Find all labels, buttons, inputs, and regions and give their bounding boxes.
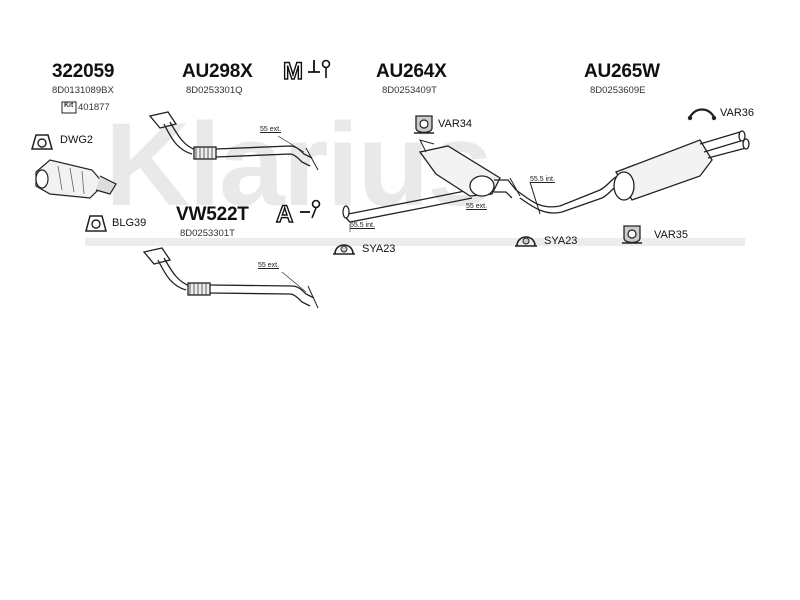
svg-text:M: M	[283, 58, 303, 85]
measurement-4: 55 ext.	[466, 203, 488, 210]
var36-hanger-icon	[687, 108, 717, 121]
sya23-clamp-right-icon	[515, 236, 537, 247]
fitting-sya23-right: SYA23	[544, 235, 578, 247]
measurement-3: 55.5 int.	[350, 222, 375, 229]
blg-gasket-icon	[85, 215, 107, 232]
part-code-au265w: AU265W	[584, 61, 660, 82]
svg-text:A: A	[276, 201, 293, 228]
part-code-au264x: AU264X	[376, 61, 447, 82]
var34-rubber-mount-icon	[414, 115, 434, 134]
measurement-1: 55 ext.	[260, 126, 282, 133]
fitting-var35: VAR35	[654, 229, 689, 241]
part-code-au298x: AU298X	[182, 61, 253, 82]
catalytic-converter-icon	[35, 159, 117, 199]
measurement-2: 55 ext.	[258, 262, 280, 269]
var35-rubber-mount-icon	[622, 225, 642, 244]
front-pipe-au298x	[148, 111, 319, 171]
oem-code-au265w: 8D0253609E	[590, 85, 646, 96]
measure-leader-2	[281, 271, 307, 293]
front-pipe-vw522t	[142, 247, 319, 309]
fitting-var34: VAR34	[438, 118, 473, 130]
automatic-transmission-icon: A	[275, 199, 321, 229]
fitting-sya23-left: SYA23	[362, 243, 396, 255]
kit-badge-icon	[61, 101, 77, 114]
fitting-blg39: BLG39	[112, 217, 147, 229]
measurement-5: 55.5 int.	[530, 176, 555, 183]
watermark-band	[85, 238, 745, 246]
oem-code-vw522t: 8D0253301T	[180, 228, 235, 239]
part-code-322059: 322059	[52, 61, 115, 82]
centre-silencer-au264x	[342, 139, 521, 223]
kit-number: 401877	[78, 102, 110, 113]
oem-code-au264x: 8D0253409T	[382, 85, 437, 96]
manual-transmission-icon: M	[282, 57, 331, 86]
oem-code-322059: 8D0131089BX	[52, 85, 114, 96]
oem-code-au298x: 8D0253301Q	[186, 85, 243, 96]
fitting-dwg2: DWG2	[60, 134, 93, 146]
kit-badge-label: Kit	[64, 102, 74, 109]
fitting-var36: VAR36	[720, 107, 755, 119]
measure-leader-1	[277, 135, 305, 153]
dwg-gasket-icon	[31, 134, 53, 150]
sya23-clamp-left-icon	[333, 244, 355, 255]
part-code-vw522t: VW522T	[176, 204, 249, 225]
rear-silencer-au265w	[515, 130, 750, 215]
